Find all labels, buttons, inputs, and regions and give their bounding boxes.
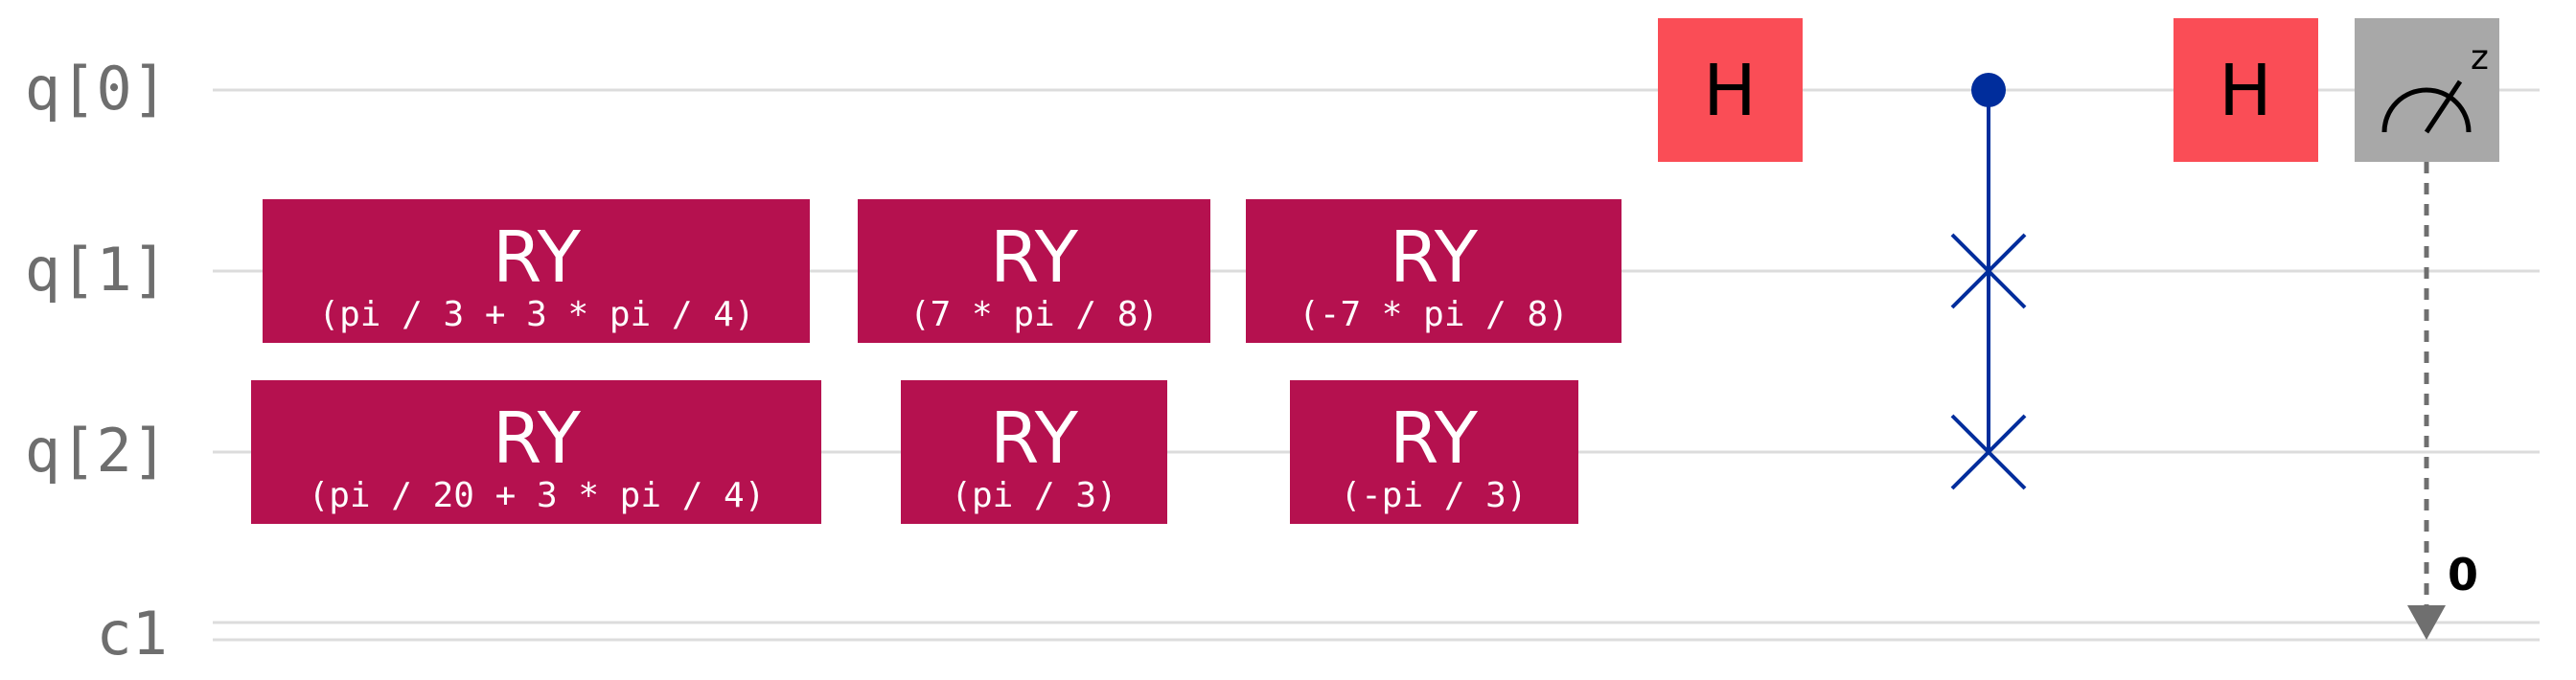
ry-gate: RY (7 * pi / 8) (858, 199, 1210, 343)
ry-gate-box (1290, 380, 1578, 524)
controlled-swap-gate (1950, 73, 2027, 490)
gate-name: RY (1390, 216, 1479, 299)
h-gate-box (2174, 18, 2318, 162)
swap-cross-icon (1950, 414, 2027, 490)
h-gate-box (1658, 18, 1803, 162)
gate-name: H (2219, 50, 2272, 132)
ry-gate-box (251, 380, 821, 524)
swap-cross-icon (1950, 233, 2027, 309)
gate-param: (pi / 3 + 3 * pi / 4) (318, 295, 754, 334)
ry-gate-box (901, 380, 1167, 524)
gate-name: RY (990, 397, 1079, 480)
wire-label-c1: c1 (96, 599, 168, 669)
gate-param: (pi / 20 + 3 * pi / 4) (309, 476, 766, 515)
wires (213, 88, 2540, 642)
ry-gate: RY (pi / 3 + 3 * pi / 4) (263, 199, 810, 343)
measure-gate: z 0 (2355, 18, 2499, 640)
gate-name: RY (1390, 397, 1479, 480)
ry-gate: RY (pi / 3) (901, 380, 1167, 524)
classical-bit-index: 0 (2448, 549, 2478, 601)
ry-gate: RY (-pi / 3) (1290, 380, 1578, 524)
gate-name: RY (990, 216, 1079, 299)
wire-label-q0: q[0] (25, 54, 168, 124)
measure-basis-label: z (2471, 38, 2489, 78)
ry-gate-box (858, 199, 1210, 343)
gate-name: RY (493, 397, 582, 480)
wire-labels: q[0] q[1] q[2] c1 (25, 54, 168, 669)
measure-arrow-icon (2407, 605, 2446, 640)
control-dot (1971, 73, 2006, 107)
gate-name: RY (493, 216, 582, 299)
meter-icon (2381, 79, 2472, 134)
wire-label-q2: q[2] (25, 416, 168, 486)
gate-name: H (1703, 50, 1757, 132)
ry-gate: RY (-7 * pi / 8) (1246, 199, 1622, 343)
wire-label-q1: q[1] (25, 235, 168, 305)
ry-gate-box (263, 199, 810, 343)
gate-param: (-7 * pi / 8) (1299, 295, 1569, 334)
ry-gate-box (1246, 199, 1622, 343)
h-gate: H (1658, 18, 1803, 162)
gate-param: (pi / 3) (951, 476, 1116, 515)
ry-gate: RY (pi / 20 + 3 * pi / 4) (251, 380, 821, 524)
gate-param: (7 * pi / 8) (909, 295, 1159, 334)
h-gate: H (2174, 18, 2318, 162)
gate-param: (-pi / 3) (1340, 476, 1527, 515)
